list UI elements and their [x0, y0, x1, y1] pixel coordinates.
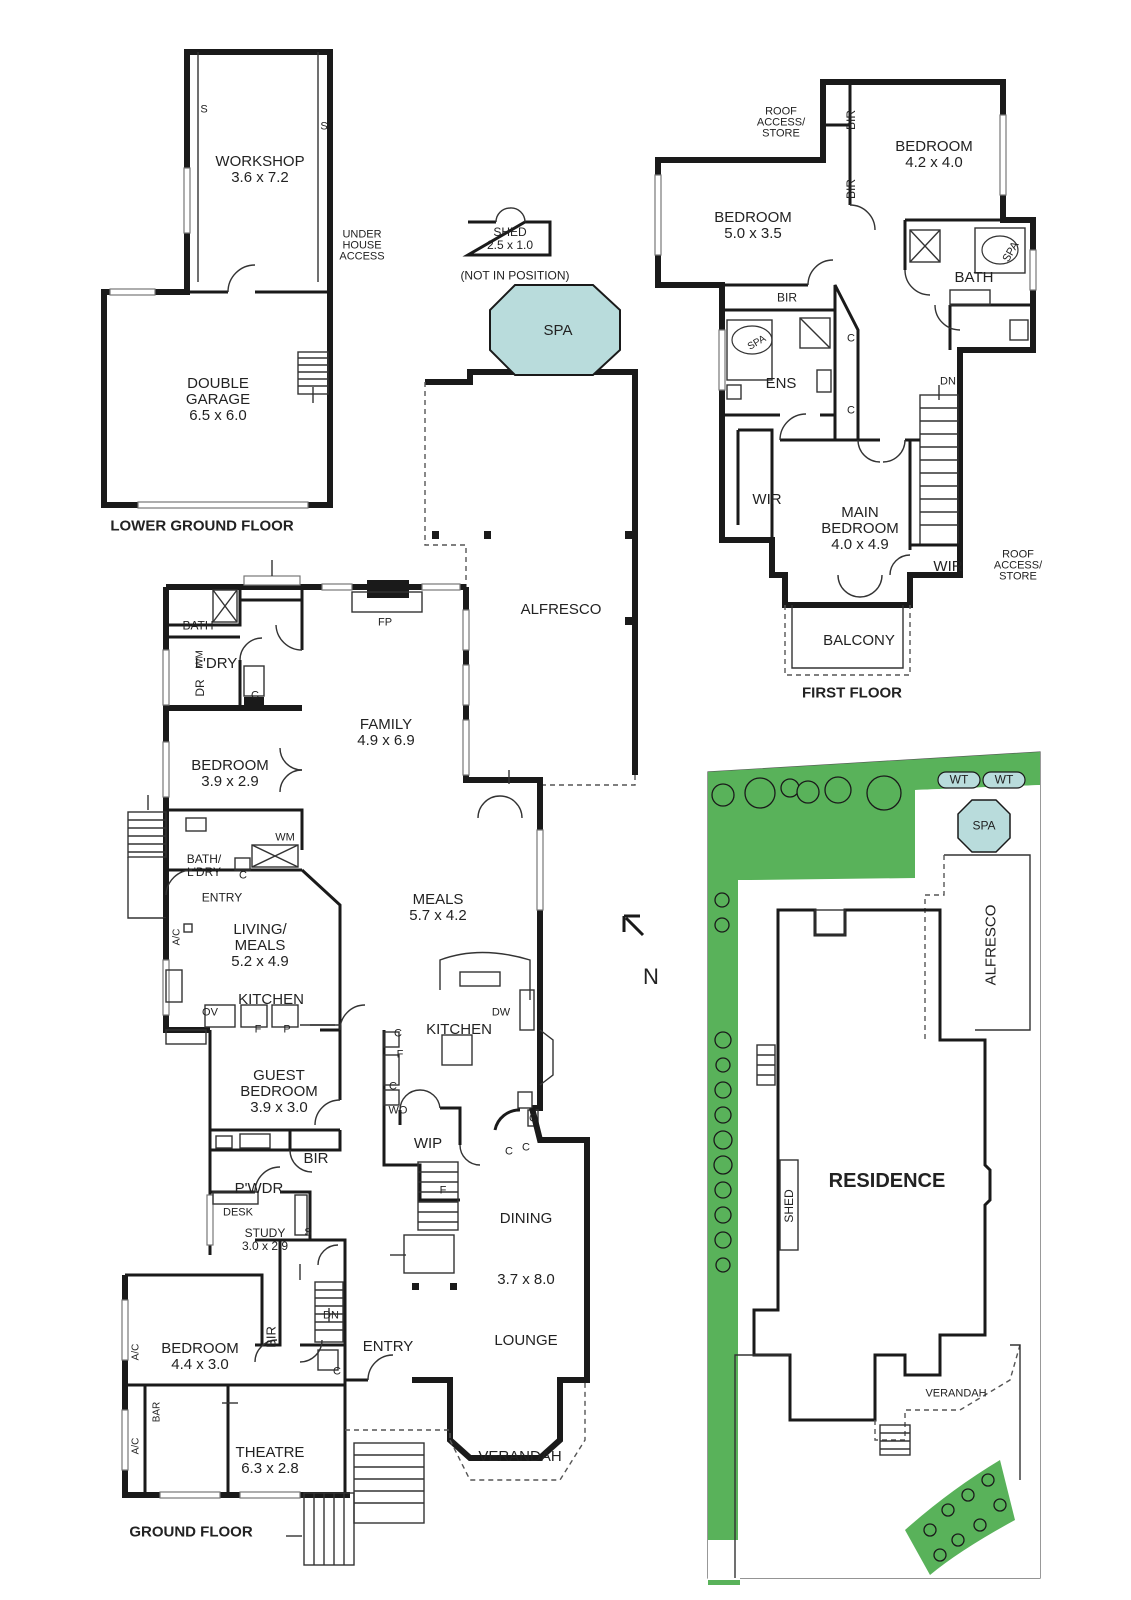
residence-label: RESIDENCE: [828, 1170, 946, 1192]
lower-ground-floor-title: LOWER GROUND FLOOR: [110, 517, 294, 535]
water-tank-label: WT: [994, 772, 1014, 787]
bath-laundry-label: BATH/L'DRY: [186, 852, 222, 879]
bir-label: BIR: [776, 290, 798, 305]
cupboard-label: C: [529, 1112, 537, 1125]
shed-plan: [462, 207, 552, 257]
oven-label: OV: [202, 1006, 218, 1019]
alfresco-label: ALFRESCO: [982, 904, 1000, 986]
fridge-label: F: [254, 1023, 262, 1036]
cupboard-label: C: [522, 1141, 530, 1154]
ac-label: A/C: [130, 1437, 142, 1455]
shelf-label: S: [200, 103, 208, 116]
wir-label: WIR: [933, 558, 963, 575]
cupboard-label: C: [389, 1080, 397, 1093]
dining-label: DINING: [499, 1210, 553, 1227]
ac-label: A/C: [130, 1343, 142, 1361]
fridge-label: F: [396, 1048, 404, 1061]
powder-room-label: P'WDR: [234, 1180, 284, 1197]
kitchen-label: KITCHEN: [238, 991, 304, 1008]
cupboard-label: C: [239, 869, 247, 882]
lounge-label: LOUNGE: [494, 1332, 558, 1349]
pantry-label: P: [283, 1023, 291, 1036]
spa-label: SPA: [543, 322, 573, 339]
verandah-label: VERANDAH: [925, 1387, 987, 1400]
shed-label: SHED: [782, 1189, 796, 1223]
north-arrow: [622, 914, 645, 937]
washing-machine-label: WM: [194, 650, 206, 668]
ground-floor-plan: [121, 284, 638, 1566]
lower-ground-plan: [101, 49, 333, 509]
entry-main-label: ENTRY: [362, 1338, 414, 1355]
bir-label: BIR: [844, 109, 858, 131]
built-in-robe-label: BIR: [303, 1150, 329, 1167]
cupboard-label: C: [847, 404, 855, 417]
verandah-label: VERANDAH: [478, 1448, 562, 1465]
bath-label: BATH: [954, 269, 994, 286]
first-floor-plan: [654, 79, 1037, 676]
first-floor-title: FIRST FLOOR: [802, 684, 902, 702]
bath-label: BATH: [182, 618, 214, 633]
cupboard-label: C: [251, 689, 259, 702]
ensuite-label: ENS: [765, 375, 797, 392]
balcony-label: BALCONY: [823, 632, 895, 649]
shelf-label: S: [320, 120, 328, 133]
ground-floor-title: GROUND FLOOR: [129, 1523, 253, 1541]
fridge-label: F: [439, 1184, 447, 1197]
bar-label: BAR: [151, 1401, 163, 1423]
shed-note: (NOT IN POSITION): [460, 268, 570, 283]
entry-label: ENTRY: [201, 890, 243, 905]
dryer-label: DR: [193, 679, 207, 697]
laundry-label: L'DRY: [194, 655, 238, 672]
fireplace-label: FP: [377, 616, 393, 629]
walk-in-pantry-label: WIP: [413, 1135, 443, 1152]
site-plan: [707, 751, 1041, 1585]
dining-lounge-dim: 3.7 x 8.0: [497, 1271, 555, 1288]
shelf-label: S: [304, 1226, 312, 1239]
water-tank-label: WT: [949, 772, 969, 787]
washing-machine-label: WM: [275, 831, 295, 844]
kitchen-main-label: KITCHEN: [426, 1021, 492, 1038]
desk-label: DESK: [223, 1206, 253, 1219]
ac-label: A/C: [171, 928, 183, 946]
north-label: N: [643, 964, 659, 989]
bir-label: BIR: [844, 178, 858, 200]
spa-label: SPA: [972, 818, 996, 833]
cupboard-label: C: [394, 1027, 402, 1040]
bir-label: BIR: [263, 1326, 279, 1348]
cupboard-label: C: [505, 1145, 513, 1158]
dishwasher-label: DW: [491, 1006, 511, 1019]
wall-oven-label: WO: [388, 1104, 408, 1117]
cupboard-label: C: [847, 332, 855, 345]
cupboard-label: C: [333, 1365, 341, 1378]
down-label: DN: [323, 1309, 339, 1322]
wir-label: WIR: [752, 491, 782, 508]
alfresco-label: ALFRESCO: [520, 601, 602, 618]
down-label: DN: [940, 375, 956, 388]
